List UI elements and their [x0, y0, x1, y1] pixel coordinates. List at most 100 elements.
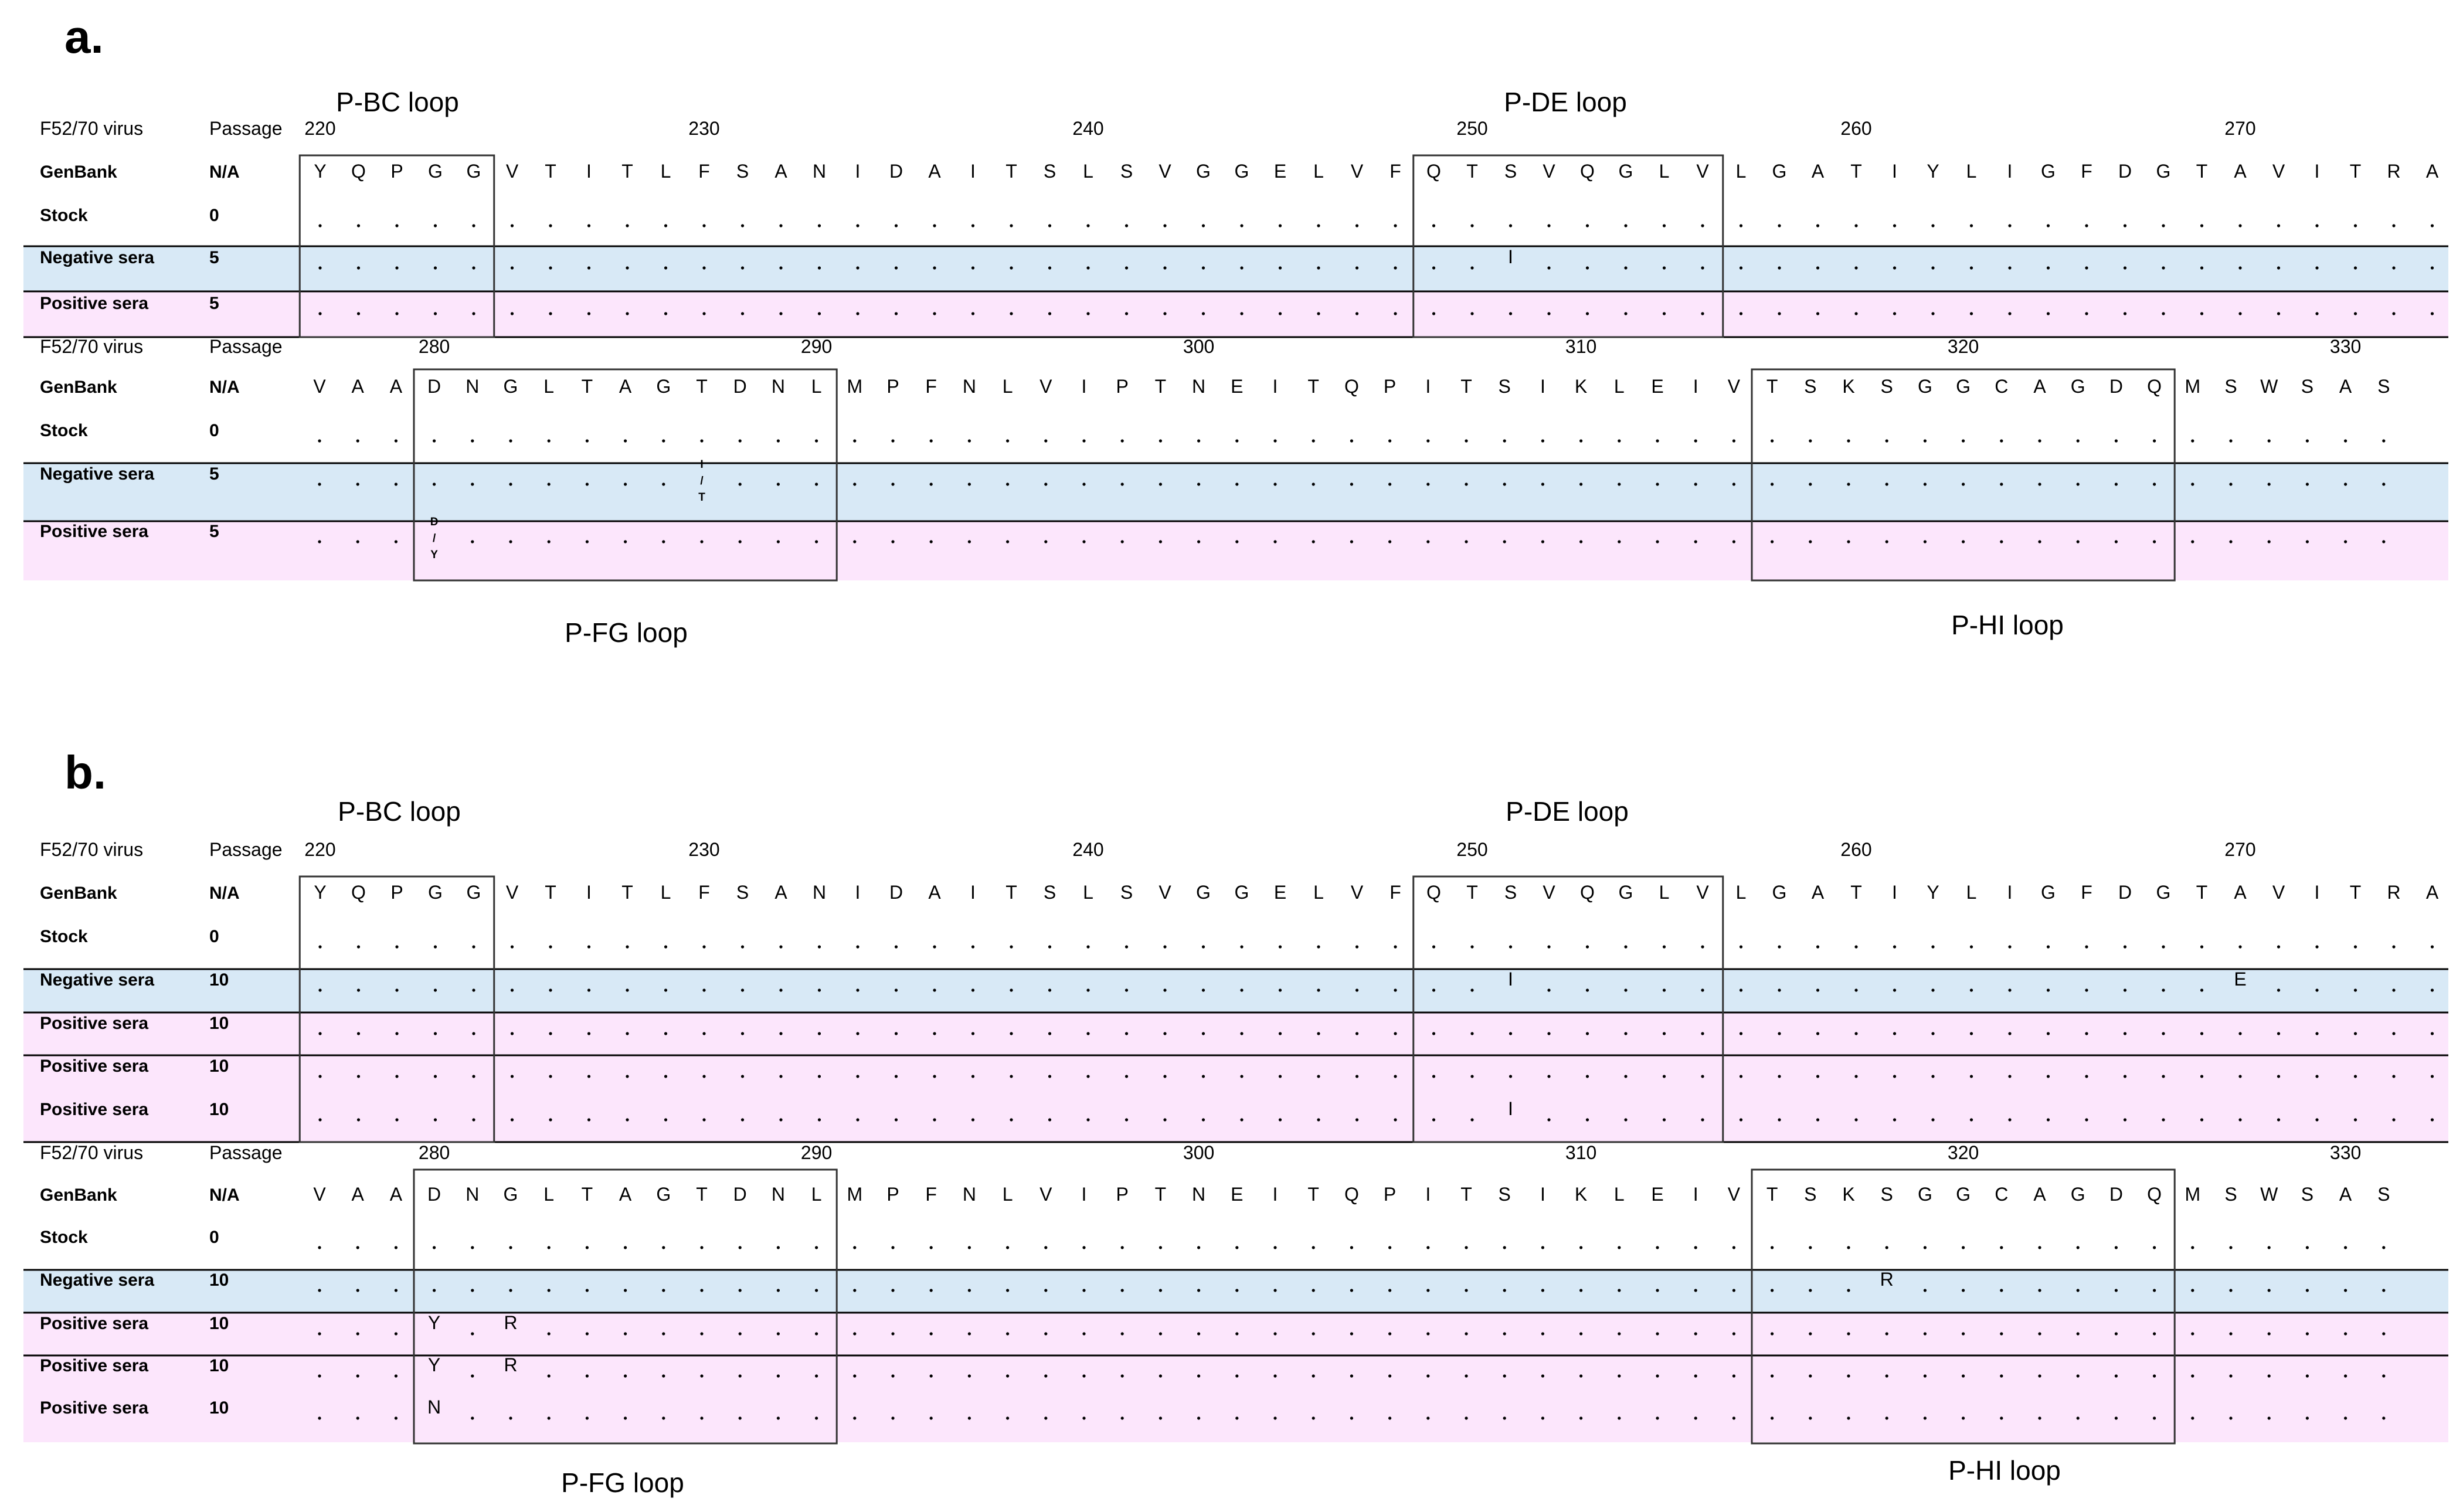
- identity-dot: [2277, 945, 2281, 949]
- identity-dot: [624, 1332, 627, 1336]
- residue: K: [1575, 1184, 1587, 1205]
- identity-dot: [433, 1289, 436, 1292]
- row-label: Positive sera: [40, 522, 148, 541]
- identity-dot: [2315, 1118, 2319, 1122]
- identity-dot: [2305, 1416, 2309, 1420]
- identity-dot: [856, 1032, 859, 1035]
- residue: P: [1384, 376, 1396, 397]
- row-label: Stock: [40, 1228, 88, 1247]
- identity-dot: [1388, 540, 1392, 543]
- identity-dot: [1962, 1332, 1965, 1336]
- virus-header: F52/70 virus: [40, 118, 143, 139]
- identity-dot: [626, 224, 629, 227]
- residue: V: [1159, 882, 1171, 903]
- identity-dot: [1854, 1032, 1858, 1035]
- identity-dot: [1048, 945, 1052, 949]
- residue: V: [1543, 882, 1555, 903]
- identity-dot: [971, 1118, 975, 1122]
- identity-dot: [662, 1332, 665, 1336]
- identity-dot: [1503, 1246, 1506, 1249]
- loop-box: [1412, 154, 1724, 338]
- identity-dot: [1006, 1332, 1010, 1336]
- identity-dot: [1778, 1118, 1781, 1122]
- identity-dot: [624, 483, 627, 486]
- identity-dot: [2344, 1374, 2348, 1378]
- identity-dot: [1044, 540, 1048, 543]
- identity-dot: [664, 988, 668, 992]
- residue: N: [963, 1184, 976, 1205]
- identity-dot: [1694, 1289, 1697, 1292]
- passage-value: 5: [209, 294, 219, 313]
- identity-dot: [2038, 1374, 2041, 1378]
- identity-dot: [664, 1118, 668, 1122]
- residue: T: [1460, 1184, 1472, 1205]
- identity-dot: [1739, 1032, 1743, 1035]
- identity-dot: [1931, 1118, 1935, 1122]
- identity-dot: [1240, 1075, 1244, 1078]
- identity-dot: [1350, 1374, 1353, 1378]
- identity-dot: [894, 988, 898, 992]
- identity-dot: [587, 945, 591, 949]
- identity-dot: [1125, 224, 1129, 227]
- identity-dot: [471, 1416, 474, 1420]
- identity-dot: [891, 1289, 895, 1292]
- identity-dot: [318, 1289, 321, 1292]
- identity-dot: [472, 1032, 475, 1035]
- identity-dot: [2076, 439, 2080, 443]
- identity-dot: [1317, 1032, 1320, 1035]
- identity-dot: [2344, 1246, 2348, 1249]
- identity-dot: [433, 1075, 437, 1078]
- identity-dot: [1816, 988, 1820, 992]
- identity-dot: [1732, 1374, 1735, 1378]
- identity-dot: [318, 1246, 321, 1249]
- residue: V: [506, 161, 519, 182]
- identity-dot: [853, 540, 857, 543]
- identity-dot: [2000, 1289, 2003, 1292]
- identity-dot: [1201, 224, 1205, 227]
- panel-letter: b.: [64, 746, 106, 799]
- identity-dot: [2353, 945, 2357, 949]
- identity-dot: [738, 540, 742, 543]
- identity-dot: [1010, 988, 1013, 992]
- identity-dot: [1278, 1075, 1282, 1078]
- identity-dot: [1579, 1374, 1583, 1378]
- identity-dot: [2238, 1118, 2242, 1122]
- identity-dot: [891, 1416, 895, 1420]
- identity-dot: [1350, 1246, 1353, 1249]
- residue: E: [1651, 1184, 1663, 1205]
- identity-dot: [1312, 1246, 1315, 1249]
- identity-dot: [2267, 1374, 2271, 1378]
- identity-dot: [1470, 312, 1474, 315]
- residue: T: [1466, 882, 1478, 903]
- identity-dot: [1044, 1332, 1048, 1336]
- identity-dot: [1010, 1118, 1013, 1122]
- residue: P: [1116, 1184, 1129, 1205]
- identity-dot: [1547, 1118, 1551, 1122]
- identity-dot: [2046, 1032, 2050, 1035]
- residue: Y: [314, 882, 326, 903]
- identity-dot: [471, 1374, 474, 1378]
- residue: L: [1313, 882, 1324, 903]
- identity-dot: [1579, 1246, 1583, 1249]
- identity-dot: [1732, 483, 1735, 486]
- identity-dot: [2277, 1118, 2281, 1122]
- identity-dot: [1163, 988, 1167, 992]
- identity-dot: [509, 1416, 512, 1420]
- residue: Q: [1580, 882, 1595, 903]
- residue: T: [621, 161, 633, 182]
- residue: G: [656, 376, 671, 397]
- identity-dot: [1120, 1246, 1124, 1249]
- identity-dot: [2114, 540, 2118, 543]
- identity-dot: [1048, 1118, 1052, 1122]
- identity-dot: [971, 1075, 975, 1078]
- position-number: 310: [1565, 1142, 1596, 1163]
- identity-dot: [1197, 483, 1201, 486]
- identity-dot: [2392, 224, 2396, 227]
- identity-dot: [2238, 224, 2242, 227]
- identity-dot: [1044, 1374, 1048, 1378]
- identity-dot: [1585, 945, 1589, 949]
- identity-dot: [702, 1075, 706, 1078]
- identity-dot: [2229, 1416, 2233, 1420]
